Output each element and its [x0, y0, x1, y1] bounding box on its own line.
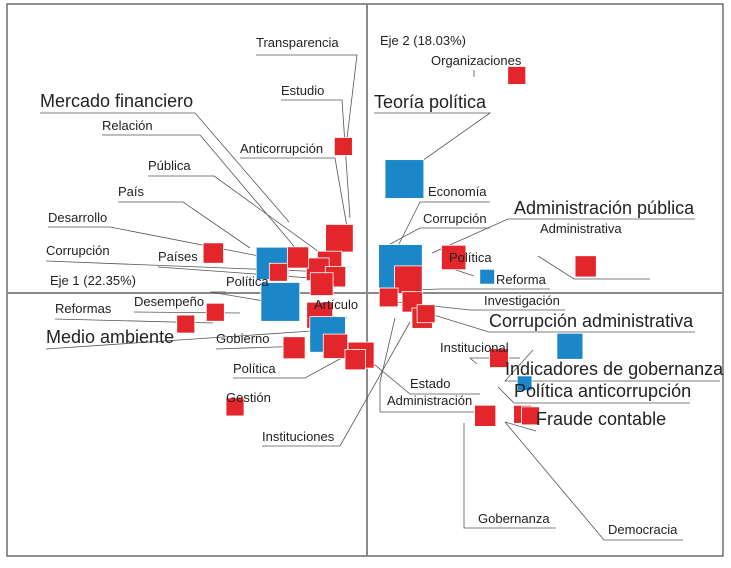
point-label: Transparencia — [256, 35, 339, 50]
point-label: Reforma — [496, 272, 547, 287]
point-label: Investigación — [484, 293, 560, 308]
point-label: Política — [233, 361, 276, 376]
leader-line — [240, 157, 352, 251]
point-marker — [507, 66, 527, 85]
point-label: Anticorrupción — [240, 141, 323, 156]
point-label: Reformas — [55, 301, 112, 316]
leader-line — [537, 255, 650, 280]
point-label: Relación — [102, 118, 153, 133]
point-marker — [441, 244, 467, 271]
point-label: Institucional — [440, 340, 509, 355]
leader-line — [504, 349, 720, 382]
point-marker — [282, 336, 306, 360]
point-label: Teoría política — [374, 92, 487, 112]
point-marker — [521, 406, 540, 426]
point-labels: TransparenciaOrganizacionesEstudioTeoría… — [40, 35, 724, 537]
leader-line — [118, 201, 251, 249]
x-axis-label: Eje 1 (22.35%) — [50, 273, 136, 288]
point-markers — [176, 66, 597, 427]
leader-line — [256, 54, 358, 148]
point-label: Estudio — [281, 83, 324, 98]
point-marker — [416, 304, 436, 324]
point-label: Democracia — [608, 522, 678, 537]
point-marker — [176, 314, 196, 334]
point-marker — [325, 224, 354, 253]
point-label: Desarrollo — [48, 210, 107, 225]
leader-line — [379, 317, 492, 413]
point-marker — [287, 246, 310, 269]
point-label: Economía — [428, 184, 487, 199]
leader-line — [45, 330, 313, 350]
point-marker — [309, 272, 334, 296]
leader-line — [504, 421, 537, 432]
point-label: Administrativa — [540, 221, 622, 236]
leader-line — [262, 321, 411, 447]
point-marker — [260, 282, 301, 322]
point-label: Gobierno — [216, 331, 269, 346]
leader-line — [504, 421, 683, 541]
point-marker — [268, 262, 288, 282]
point-marker — [378, 287, 399, 308]
point-label: Estado — [410, 376, 450, 391]
plot-frame — [6, 3, 724, 557]
y-axis-label: Eje 2 (18.03%) — [380, 33, 466, 48]
point-marker — [574, 255, 597, 278]
leader-line — [148, 175, 338, 266]
point-label: Política — [449, 250, 492, 265]
point-label: Política anticorrupción — [514, 381, 691, 401]
point-label: Gestión — [226, 390, 271, 405]
point-marker — [333, 137, 353, 156]
leader-line — [463, 423, 556, 529]
point-marker — [556, 332, 584, 360]
point-label: Mercado financiero — [40, 91, 193, 111]
point-marker — [516, 375, 533, 392]
point-label: Gobernanza — [478, 511, 550, 526]
point-label: Medio ambiente — [46, 327, 174, 347]
point-label: Corrupción — [423, 211, 487, 226]
point-label: Corrupción administrativa — [489, 311, 694, 331]
point-marker — [344, 348, 366, 371]
point-label: Indicadores de gobernanza — [505, 359, 724, 379]
leader-line — [374, 112, 492, 181]
point-marker — [474, 404, 497, 427]
leader-line — [394, 201, 490, 253]
leader-line — [378, 227, 490, 251]
point-marker — [225, 397, 245, 417]
leader-line — [40, 112, 290, 223]
point-marker — [394, 265, 423, 294]
leader-line — [431, 218, 695, 254]
point-marker — [384, 159, 425, 199]
point-label: Fraude contable — [536, 409, 666, 429]
point-label: Corrupción — [46, 243, 110, 258]
point-label: Artículo — [314, 297, 358, 312]
point-label: Desempeño — [134, 294, 204, 309]
point-marker — [322, 333, 349, 359]
point-marker — [489, 348, 509, 368]
point-label: Administración pública — [514, 198, 695, 218]
point-marker — [205, 302, 225, 322]
point-label: Política — [226, 274, 269, 289]
point-marker — [479, 268, 495, 285]
point-marker — [202, 242, 224, 264]
point-label: Pública — [148, 158, 191, 173]
point-label: Instituciones — [262, 429, 335, 444]
point-label: Administración — [387, 393, 472, 408]
point-label: Países — [158, 249, 198, 264]
leader-line — [281, 99, 351, 219]
point-label: País — [118, 184, 145, 199]
leader-line — [497, 386, 690, 404]
leader-line — [102, 134, 299, 252]
point-label: Organizaciones — [431, 53, 522, 68]
